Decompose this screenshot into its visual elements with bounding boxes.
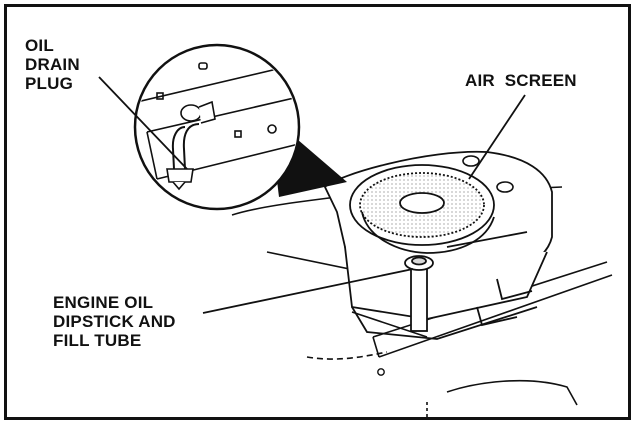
air-screen-label-text: AIR SCREEN (465, 71, 577, 90)
bolt-icon (377, 368, 385, 376)
air-screen (349, 164, 495, 254)
air-screen-label: AIR SCREEN (465, 71, 577, 90)
engine-illustration (98, 43, 613, 417)
diagram-frame: OIL DRAIN PLUG AIR SCREEN ENGINE OIL DIP… (4, 4, 631, 420)
dipstick-label: ENGINE OIL DIPSTICK AND FILL TUBE (53, 293, 176, 350)
leader-lines (98, 76, 526, 314)
shroud-bolts (462, 155, 514, 193)
oil-drain-plug-label: OIL DRAIN PLUG (25, 36, 80, 93)
oil-drain-plug-label-line: PLUG (25, 74, 74, 93)
dipstick-label-line: ENGINE OIL (53, 293, 154, 312)
oil-drain-plug-label-line: DRAIN (25, 55, 80, 74)
oil-drain-plug-detail (133, 43, 301, 211)
air-screen-leader (468, 94, 526, 180)
oil-drain-plug-label-line: OIL (25, 36, 54, 55)
oil-drain-plug-leader (98, 76, 188, 170)
dipstick-leader (202, 268, 414, 314)
dipstick-tube (404, 255, 434, 332)
dipstick-label-line: FILL TUBE (53, 331, 142, 350)
dipstick-label-line: DIPSTICK AND (53, 312, 176, 331)
